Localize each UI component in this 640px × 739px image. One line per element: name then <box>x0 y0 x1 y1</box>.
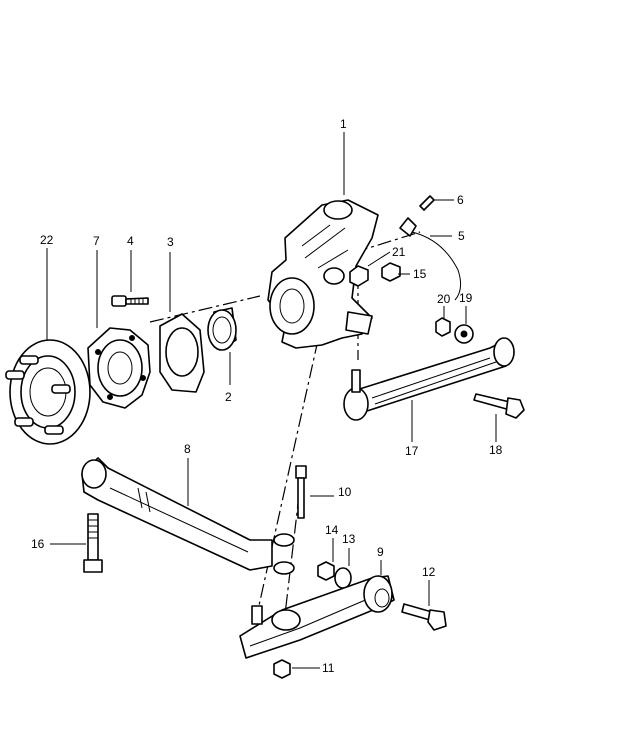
callout-12: 12 <box>422 565 436 579</box>
flange-nut <box>381 262 401 282</box>
callout-9: 9 <box>377 545 384 559</box>
dust-shield <box>159 313 205 393</box>
nut-20 <box>435 317 451 337</box>
knuckle-nut <box>349 265 369 287</box>
callout-20: 20 <box>437 292 451 306</box>
callout-6: 6 <box>457 193 464 207</box>
callout-14: 14 <box>325 523 339 537</box>
leader-lines <box>46 132 497 669</box>
callout-19: 19 <box>459 291 473 305</box>
bolt-18 <box>473 393 525 419</box>
callout-11: 11 <box>322 661 335 675</box>
callout-17: 17 <box>405 444 419 458</box>
callout-16: 16 <box>31 537 45 551</box>
wheel-bearing <box>207 307 237 351</box>
callout-8: 8 <box>184 442 191 456</box>
brake-disc <box>5 339 91 445</box>
nut-11 <box>273 659 291 679</box>
callout-13: 13 <box>342 532 356 546</box>
bolt-12 <box>401 603 447 631</box>
callout-4: 4 <box>127 234 134 248</box>
bushing-rings <box>273 533 295 575</box>
bolt-10 <box>295 465 307 519</box>
steering-knuckle <box>267 199 379 349</box>
wheel-hub <box>87 327 151 409</box>
washer-19 <box>454 324 474 344</box>
callout-labels: 1 2 3 4 5 6 7 8 9 10 11 12 13 14 15 16 1… <box>31 117 503 675</box>
callout-7: 7 <box>93 234 100 248</box>
callout-21: 21 <box>392 245 406 259</box>
bolt-16 <box>83 513 103 573</box>
lower-arm <box>81 457 273 571</box>
callout-5: 5 <box>458 229 465 243</box>
washer-13 <box>334 567 352 589</box>
callout-15: 15 <box>413 267 427 281</box>
callout-10: 10 <box>338 485 352 499</box>
callout-2: 2 <box>225 390 232 404</box>
callout-3: 3 <box>167 235 174 249</box>
hub-bolt <box>111 295 149 307</box>
callout-1: 1 <box>340 117 347 131</box>
upper-control-arm <box>343 337 515 421</box>
callout-22: 22 <box>40 233 54 247</box>
abs-sensor <box>399 195 462 301</box>
nut-14 <box>317 561 335 581</box>
callout-18: 18 <box>489 443 503 457</box>
lower-control-arm <box>239 575 395 659</box>
